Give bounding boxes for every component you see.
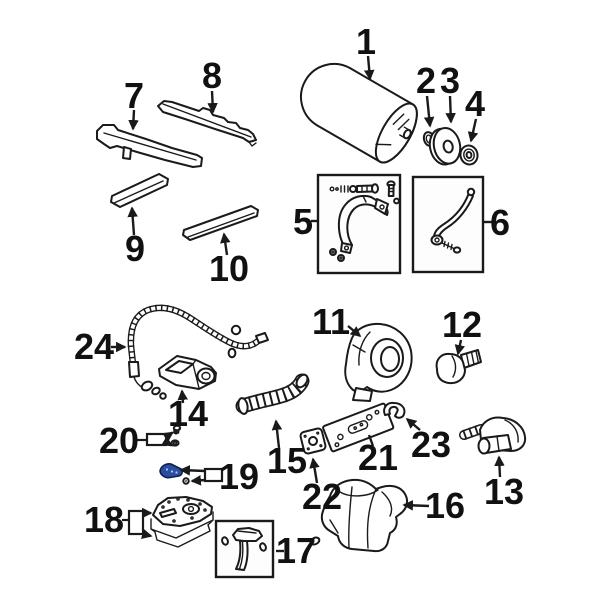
part-12-fitting[interactable]: [435, 349, 482, 385]
part-3-disc[interactable]: [427, 125, 464, 166]
callout-23-arrow: [405, 417, 421, 431]
part-4-grommet[interactable]: [459, 144, 480, 166]
callout-16-arrow: [402, 500, 430, 511]
callout-5-label[interactable]: 5: [293, 201, 313, 242]
callout-10-label[interactable]: 10: [209, 248, 249, 289]
callout-15-arrow: [271, 419, 283, 449]
callout-12-label[interactable]: 12: [442, 304, 482, 345]
callout-12-arrow: [454, 339, 466, 356]
callout-7-label[interactable]: 7: [124, 75, 144, 116]
callout-1-arrow: [363, 55, 375, 81]
part-18-bracket-box[interactable]: [150, 496, 214, 548]
callout-19-bracket: [179, 465, 224, 486]
callout-8-label[interactable]: 8: [202, 55, 222, 96]
callout-4-label[interactable]: 4: [465, 83, 485, 124]
callout-7-arrow: [128, 109, 139, 131]
part-23-clip[interactable]: [383, 401, 406, 419]
callout-18-label[interactable]: 18: [84, 499, 124, 540]
callout-4-arrow: [467, 118, 479, 143]
callout-9-arrow: [127, 206, 138, 236]
callout-14-arrow: [177, 389, 189, 404]
part-22-pad[interactable]: [299, 427, 327, 455]
part-19-clip-highlighted[interactable]: [159, 463, 190, 485]
callout-20-bracket: [137, 431, 174, 447]
part-15-hose[interactable]: [235, 373, 310, 415]
callout-6-label[interactable]: 6: [490, 202, 510, 243]
callout-2-arrow: [423, 95, 435, 128]
callout-23-label[interactable]: 23: [411, 424, 451, 465]
callout-15-label[interactable]: 15: [267, 440, 307, 481]
callout-24-label[interactable]: 24: [74, 326, 114, 367]
callout-21-leader: [367, 434, 375, 447]
callout-19-label[interactable]: 19: [219, 456, 259, 497]
part-8-rail[interactable]: [157, 100, 257, 147]
callout-13-arrow: [494, 455, 505, 478]
part-13-duct[interactable]: [459, 416, 527, 455]
part-9-bar[interactable]: [110, 173, 169, 208]
callout-9-label[interactable]: 9: [125, 228, 145, 269]
callout-3-arrow: [445, 95, 456, 124]
callout-18-bracket: [122, 507, 153, 539]
callout-21-label[interactable]: 21: [358, 437, 398, 478]
part-14-bracket[interactable]: [158, 355, 217, 390]
callout-20-label[interactable]: 20: [99, 420, 139, 461]
callout-10-arrow: [220, 232, 231, 256]
part-16-cover[interactable]: [309, 478, 409, 553]
part-10-bar[interactable]: [182, 205, 259, 241]
part-5-strap-kit[interactable]: [329, 180, 400, 262]
part-11-housing[interactable]: [344, 322, 413, 402]
callout-14-label[interactable]: 14: [168, 393, 208, 434]
callout-22-label[interactable]: 22: [302, 476, 342, 517]
part-7-rail[interactable]: [96, 124, 203, 168]
callout-2-label[interactable]: 2: [416, 60, 436, 101]
callout-17-label[interactable]: 17: [276, 530, 316, 571]
callout-13-label[interactable]: 13: [484, 471, 524, 512]
part-1-fuel-tank[interactable]: [289, 52, 425, 169]
callout-8-arrow: [207, 90, 218, 114]
part-24-wire-harness[interactable]: [127, 304, 269, 400]
callout-3-label[interactable]: 3: [440, 60, 460, 101]
part-6-band[interactable]: [430, 187, 476, 254]
part-17-handle[interactable]: [221, 527, 267, 571]
callout-16-label[interactable]: 16: [425, 485, 465, 526]
callout-1-label[interactable]: 1: [356, 21, 376, 62]
callout-11-arrow: [347, 325, 362, 338]
part-21-plate[interactable]: [322, 402, 395, 453]
callout-11-label[interactable]: 11: [312, 301, 350, 342]
callout-22-arrow: [309, 457, 320, 484]
